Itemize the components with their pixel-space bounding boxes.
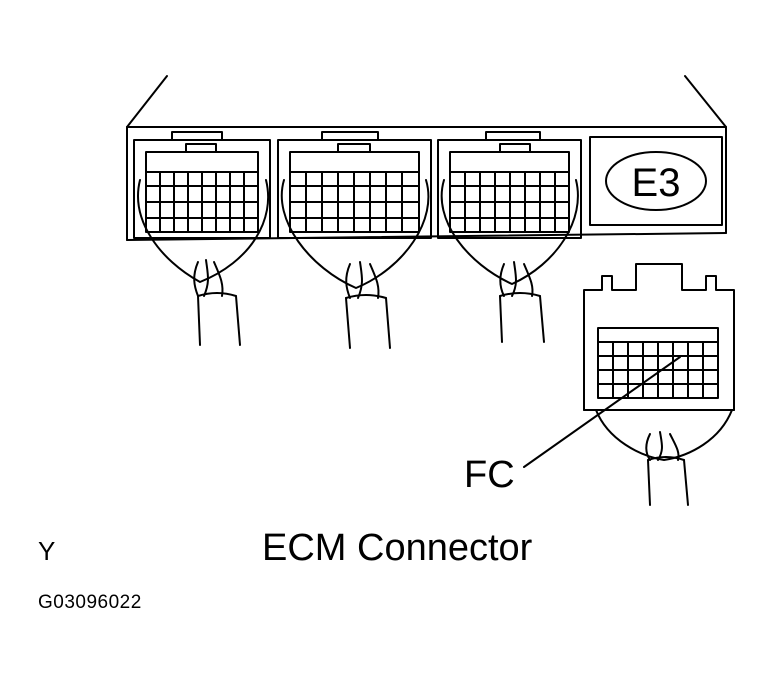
figure-id: G03096022	[38, 592, 142, 613]
ecm-label-box	[589, 136, 723, 226]
fc-connector	[583, 263, 735, 506]
ecm-connector-block-3	[437, 131, 582, 343]
diagram-caption: ECM Connector	[262, 527, 533, 569]
ecm-connector-block-1	[133, 131, 271, 346]
fc-callout-label: FC	[464, 454, 515, 496]
ecm-connector-block-2	[277, 131, 432, 349]
fc-leader-line	[523, 356, 681, 468]
code-label: Y	[38, 536, 56, 566]
ecm-label-text: E3	[632, 161, 681, 205]
